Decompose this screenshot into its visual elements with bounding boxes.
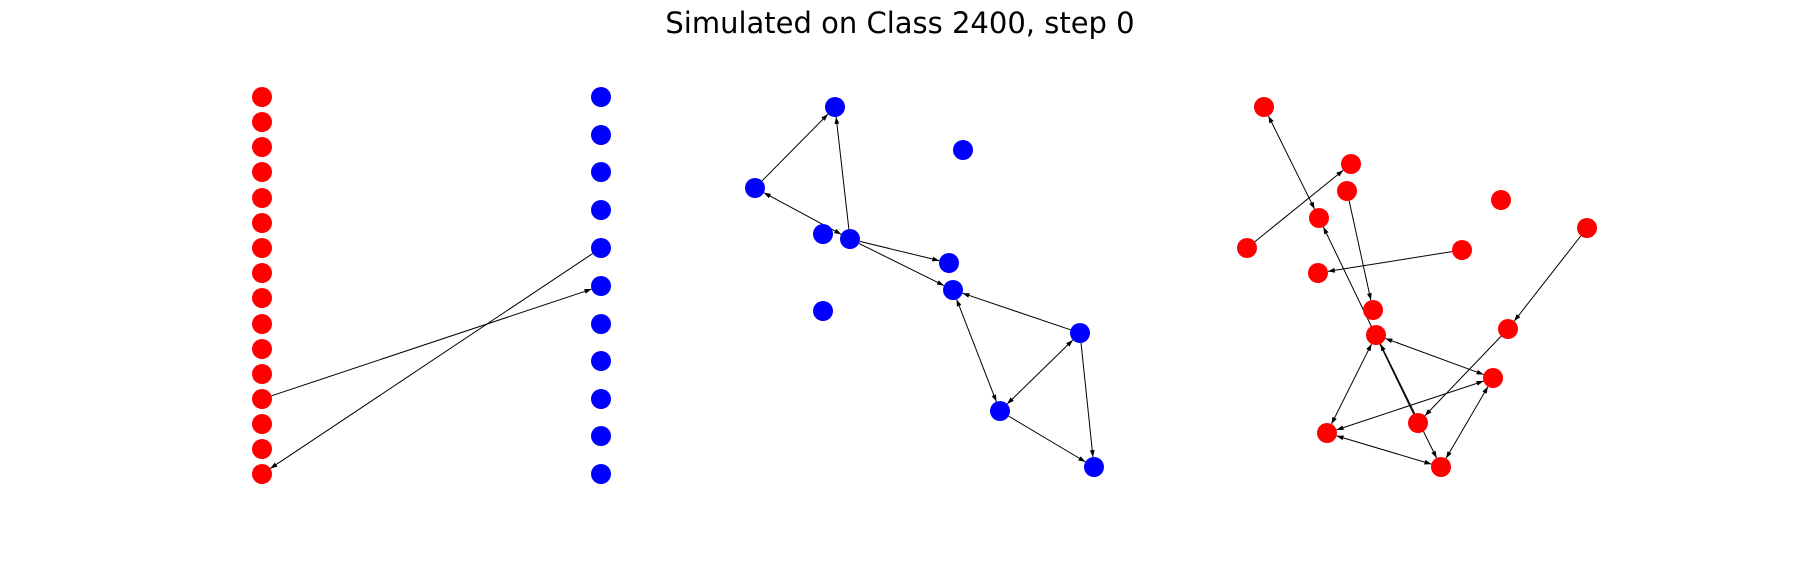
node-blue-graph-d (813, 224, 833, 244)
node-red-graph-p11 (1498, 319, 1518, 339)
node-bipartite-b1 (591, 125, 611, 145)
node-red-graph-p3 (1337, 181, 1357, 201)
node-red-graph-p10 (1363, 300, 1383, 320)
edge-blue-graph-e-a (834, 116, 850, 230)
figure-title: Simulated on Class 2400, step 0 (665, 6, 1135, 40)
node-red-graph-p16 (1431, 457, 1451, 477)
node-bipartite-b5 (591, 276, 611, 296)
edge-red-graph-p8-p9 (1327, 251, 1453, 273)
edge-red-graph-p12-p15 (1331, 343, 1372, 425)
node-bipartite-r8 (252, 288, 272, 308)
edge-blue-graph-i-k (1080, 342, 1095, 458)
edge-red-graph-p14-p5 (1322, 226, 1415, 415)
node-bipartite-b6 (591, 314, 611, 334)
edge-bipartite-b4-r15 (270, 253, 593, 469)
edge-red-graph-p7-p2 (1254, 169, 1344, 243)
edge-blue-graph-g-j (956, 299, 997, 402)
edge-red-graph-p6-p11 (1513, 235, 1582, 322)
edge-blue-graph-e-f (859, 240, 940, 262)
node-layer (252, 87, 1597, 484)
node-bipartite-r13 (252, 414, 272, 434)
node-bipartite-b3 (591, 200, 611, 220)
edge-blue-graph-e-g (858, 242, 945, 287)
node-bipartite-r6 (252, 238, 272, 258)
node-red-graph-p14 (1408, 413, 1428, 433)
node-red-graph-p8 (1452, 240, 1472, 260)
node-bipartite-r5 (252, 213, 272, 233)
node-bipartite-r1 (252, 112, 272, 132)
node-bipartite-r11 (252, 364, 272, 384)
node-red-graph-p1 (1254, 97, 1274, 117)
node-red-graph-p2 (1341, 154, 1361, 174)
panel-bipartite (270, 253, 593, 469)
node-bipartite-r14 (252, 439, 272, 459)
node-bipartite-r3 (252, 162, 272, 182)
edge-red-graph-p3-p10 (1348, 200, 1372, 301)
node-blue-graph-j (990, 401, 1010, 421)
node-blue-graph-a (825, 97, 845, 117)
node-red-graph-p9 (1308, 263, 1328, 283)
edge-red-graph-p16-p13 (1445, 386, 1489, 459)
edge-blue-graph-c-a (761, 113, 829, 182)
node-bipartite-r15 (252, 464, 272, 484)
panel-blue-graph (761, 113, 1095, 463)
node-bipartite-r0 (252, 87, 272, 107)
node-bipartite-b0 (591, 87, 611, 107)
edge-blue-graph-j-i (1006, 339, 1074, 405)
edge-red-graph-p12-p16 (1379, 343, 1438, 459)
edge-blue-graph-i-g (962, 292, 1071, 331)
panel-red-graph (1254, 115, 1582, 465)
node-bipartite-r7 (252, 263, 272, 283)
node-bipartite-r4 (252, 188, 272, 208)
node-red-graph-p5 (1309, 208, 1329, 228)
node-blue-graph-i (1070, 323, 1090, 343)
node-bipartite-b9 (591, 426, 611, 446)
node-red-graph-p7 (1237, 238, 1257, 258)
node-bipartite-r2 (252, 137, 272, 157)
edge-blue-graph-j-k (1008, 415, 1086, 463)
edge-red-graph-p1-p5 (1267, 115, 1316, 210)
node-red-graph-p13 (1483, 368, 1503, 388)
node-red-graph-p4 (1491, 190, 1511, 210)
nodes-bipartite (252, 87, 611, 484)
node-blue-graph-k (1084, 457, 1104, 477)
node-blue-graph-e (840, 229, 860, 249)
edge-red-graph-p12-p13 (1385, 337, 1484, 376)
node-blue-graph-b (953, 140, 973, 160)
node-bipartite-b10 (591, 464, 611, 484)
nodes-blue-graph (745, 97, 1104, 477)
node-bipartite-r10 (252, 339, 272, 359)
edge-bipartite-r12-b5 (271, 288, 592, 397)
node-bipartite-b2 (591, 162, 611, 182)
node-bipartite-b8 (591, 389, 611, 409)
node-bipartite-r12 (252, 389, 272, 409)
node-bipartite-r9 (252, 314, 272, 334)
node-red-graph-p15 (1317, 423, 1337, 443)
node-blue-graph-f (939, 253, 959, 273)
nodes-red-graph (1237, 97, 1597, 477)
edge-layer (270, 113, 1582, 469)
node-red-graph-p12 (1366, 325, 1386, 345)
node-red-graph-p6 (1577, 218, 1597, 238)
node-blue-graph-h (813, 301, 833, 321)
node-bipartite-b4 (591, 238, 611, 258)
node-blue-graph-g (943, 280, 963, 300)
node-blue-graph-c (745, 178, 765, 198)
edge-red-graph-p15-p16 (1336, 435, 1432, 465)
node-bipartite-b7 (591, 351, 611, 371)
